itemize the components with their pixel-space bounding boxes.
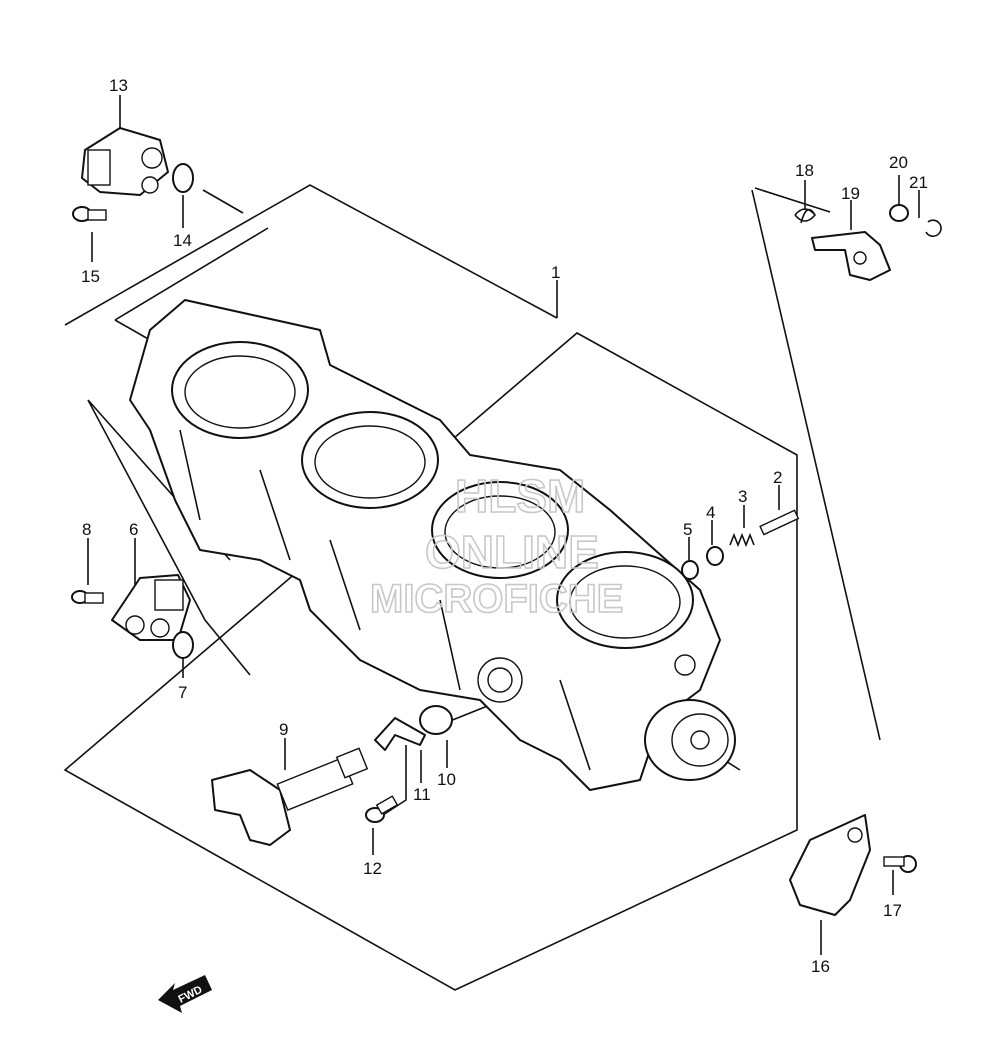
callout-1: 1 [551, 263, 560, 282]
sensor-13 [81, 127, 169, 196]
callout-2: 2 [773, 468, 782, 487]
sensor-9 [211, 747, 369, 846]
screw-8 [71, 590, 104, 604]
callout-10: 10 [437, 770, 456, 789]
fwd-arrow: FWD [158, 975, 212, 1013]
washer-4 [706, 546, 724, 566]
callout-16: 16 [811, 957, 830, 976]
spring-3 [729, 532, 755, 548]
washer-20 [889, 204, 909, 222]
assembly-outline [63, 184, 881, 991]
callout-17: 17 [883, 901, 902, 920]
watermark-line-2: ONLINE [425, 526, 599, 578]
leader-lines [87, 95, 920, 955]
callout-15: 15 [81, 267, 100, 286]
callout-7: 7 [178, 683, 187, 702]
callout-12: 12 [363, 859, 382, 878]
callout-6: 6 [129, 520, 138, 539]
o-ring-14 [172, 163, 194, 193]
bracket-16 [789, 814, 871, 916]
screw-2 [759, 509, 800, 536]
callout-13: 13 [109, 76, 128, 95]
lever-19 [811, 231, 891, 281]
callout-3: 3 [738, 487, 747, 506]
callout-8: 8 [82, 520, 91, 539]
callout-18: 18 [795, 161, 814, 180]
watermark-line-1: HLSM [455, 470, 585, 522]
o-ring-10 [419, 705, 453, 735]
callout-20: 20 [889, 153, 908, 172]
o-ring-5 [681, 560, 699, 580]
callout-14: 14 [173, 231, 192, 250]
spring-18 [794, 208, 817, 224]
watermark: HLSM ONLINE MICROFICHE [369, 469, 624, 622]
throttle-body [129, 299, 736, 791]
screw-12 [365, 795, 399, 823]
clamp-11 [374, 717, 426, 751]
screw-15 [72, 206, 107, 222]
callout-labels: 1 2 3 4 5 6 7 8 9 10 11 12 13 14 15 16 1… [81, 76, 928, 976]
callout-4: 4 [706, 503, 715, 522]
screw-17 [883, 855, 917, 873]
callout-19: 19 [841, 184, 860, 203]
callout-21: 21 [909, 173, 928, 192]
o-ring-7 [172, 631, 194, 659]
clip-21 [925, 219, 942, 237]
sensor-6 [111, 574, 191, 641]
callout-9: 9 [279, 720, 288, 739]
callout-5: 5 [683, 520, 692, 539]
watermark-line-3: MICROFICHE [370, 577, 623, 621]
callout-11: 11 [413, 785, 431, 804]
